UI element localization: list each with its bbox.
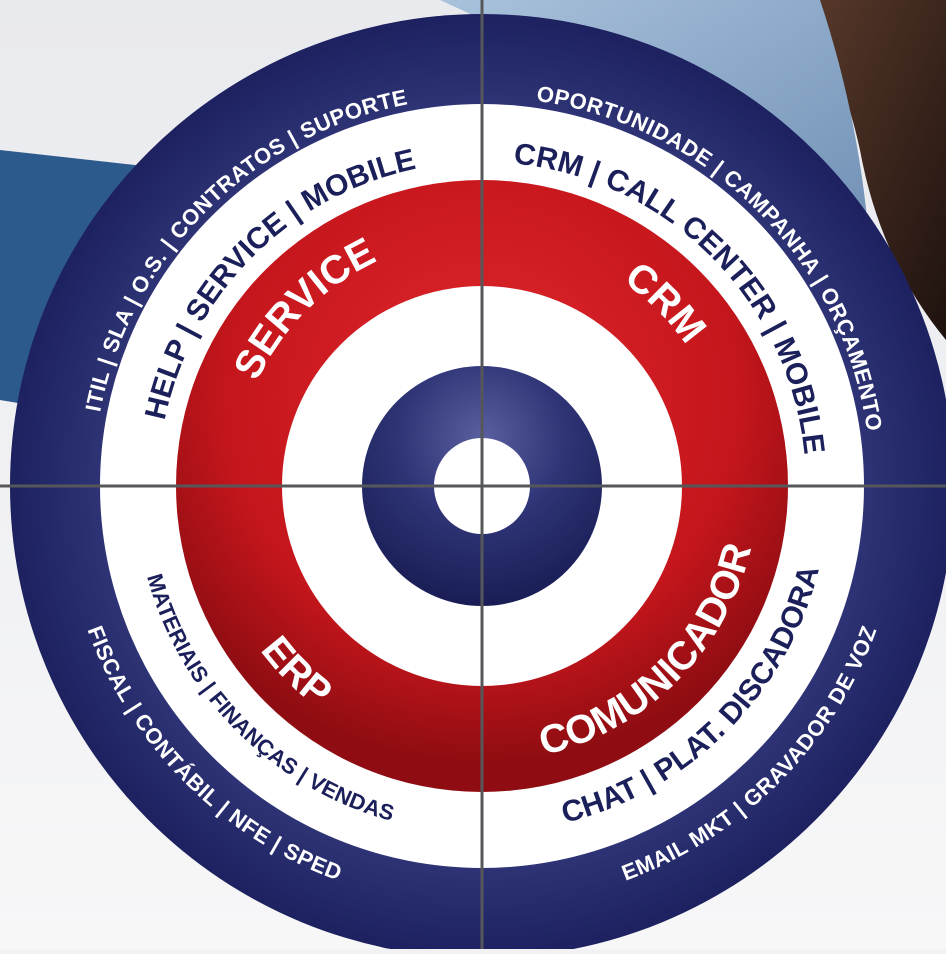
- hair-photo-area: [800, 0, 946, 340]
- shirt-photo-area: [440, 0, 870, 250]
